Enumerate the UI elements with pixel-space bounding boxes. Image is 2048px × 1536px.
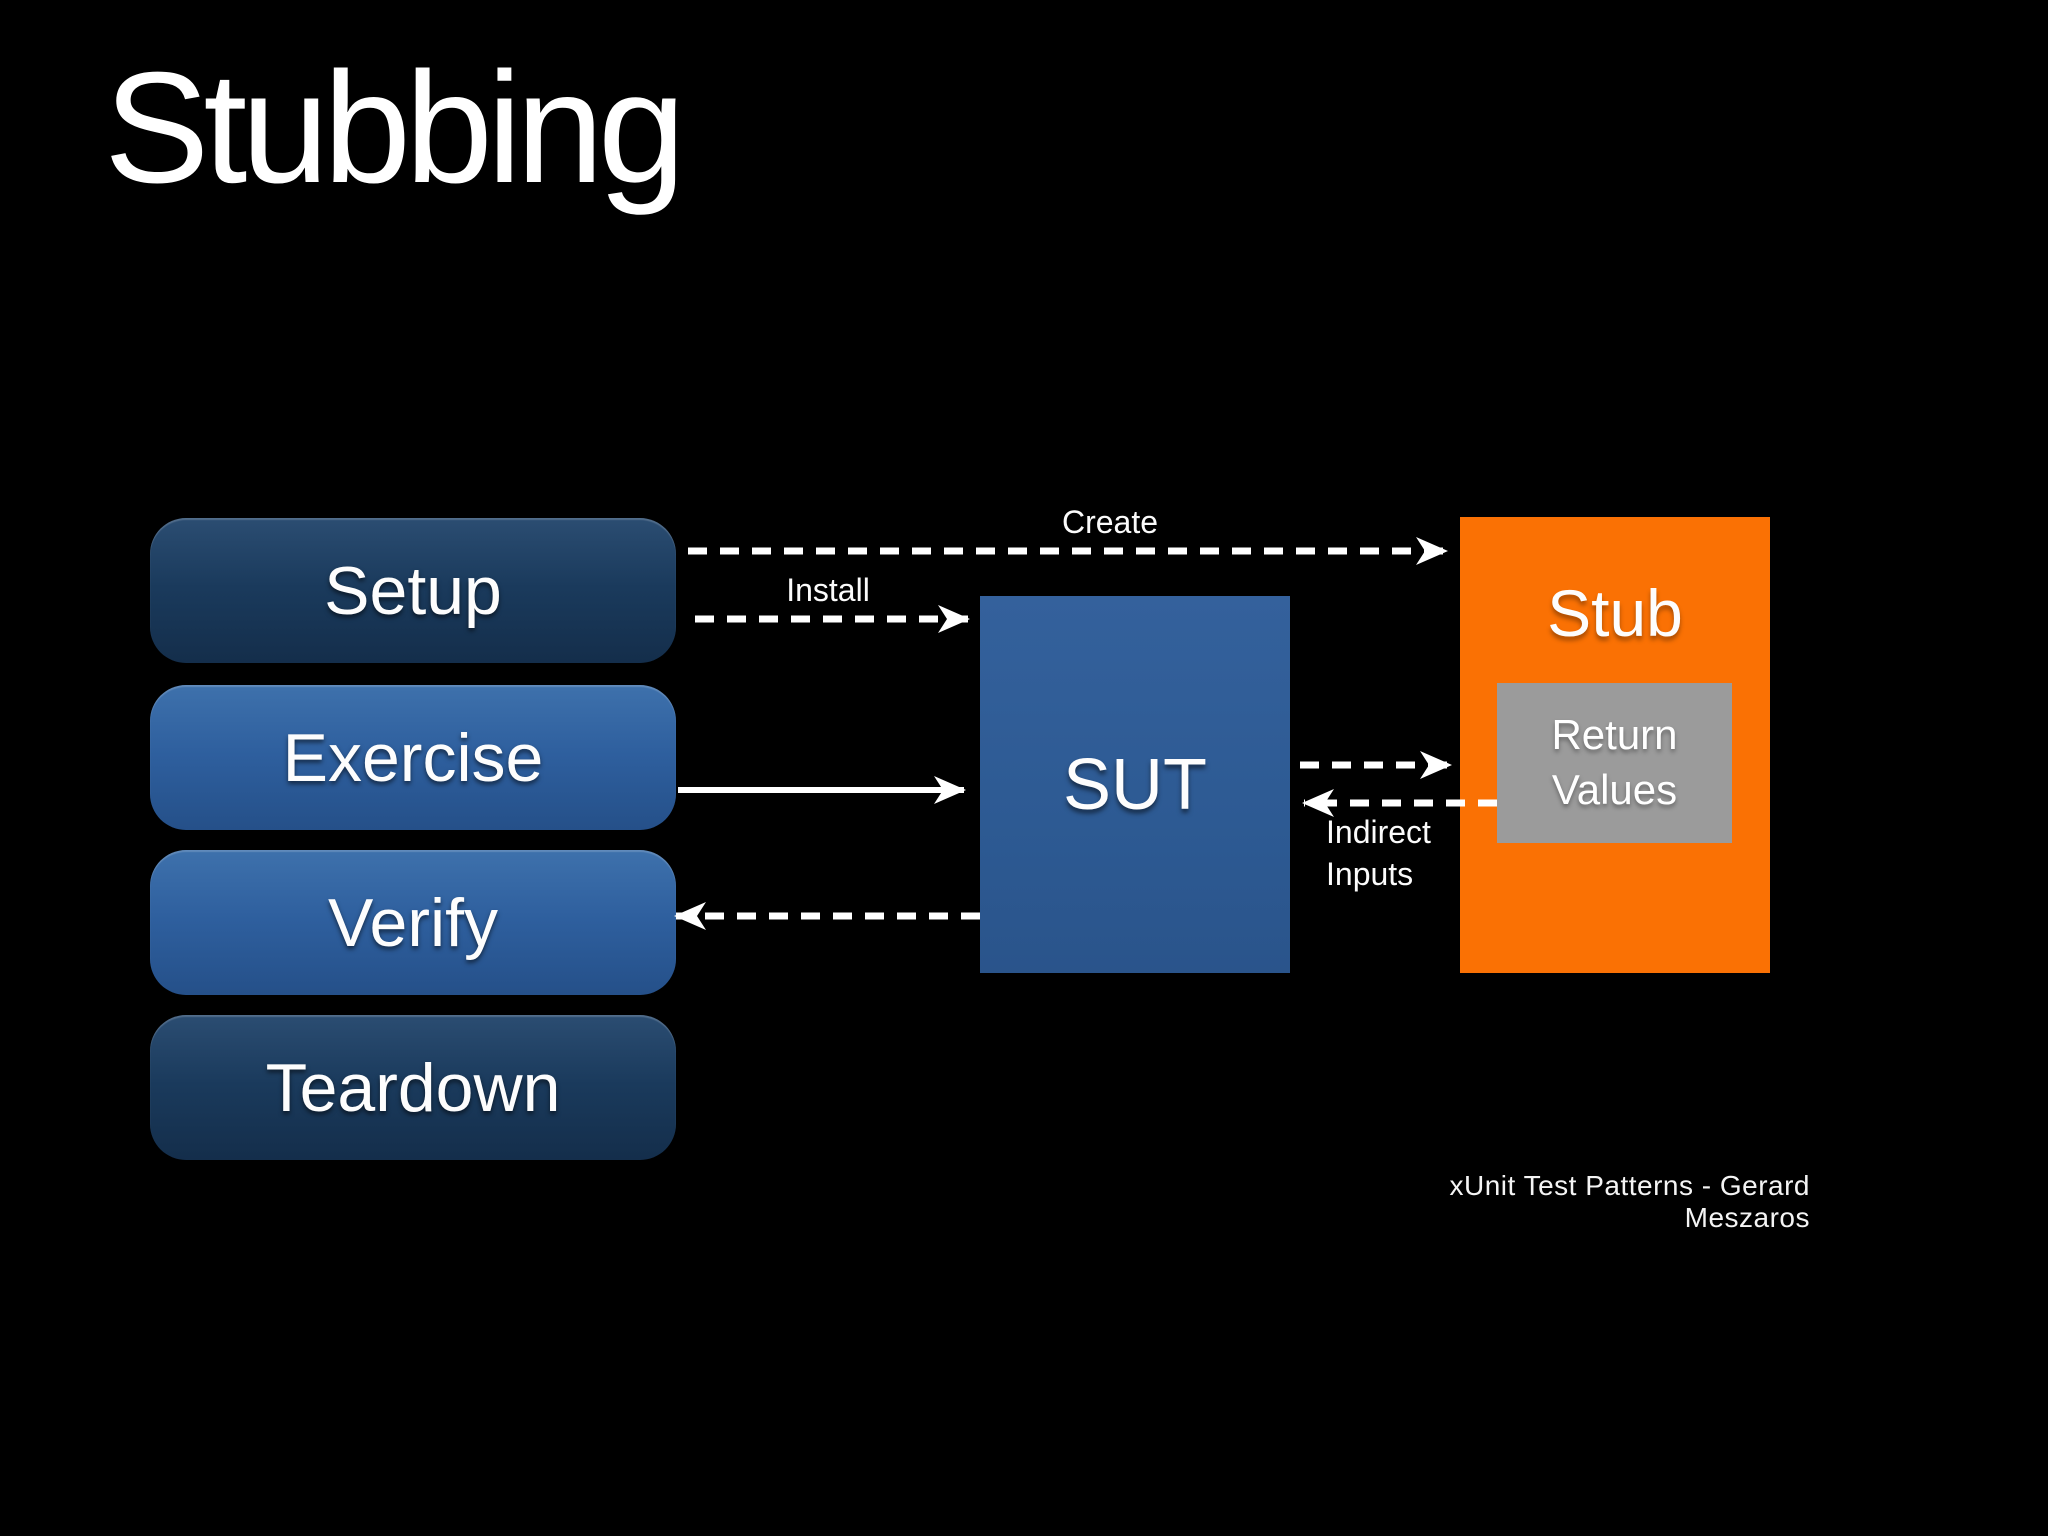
return-values-box: Return Values	[1497, 683, 1732, 843]
phase-setup-label: Setup	[324, 552, 502, 629]
install-arrow-label: Install	[786, 572, 870, 608]
phase-setup-box: Setup	[150, 518, 676, 663]
return-values-label: Return Values	[1551, 711, 1678, 813]
phase-verify-box: Verify	[150, 850, 676, 995]
phase-exercise-label: Exercise	[282, 719, 544, 796]
indirect-inputs-label: Indirect Inputs	[1326, 814, 1431, 892]
sut-box: SUT	[980, 596, 1290, 973]
attribution-text: xUnit Test Patterns - Gerard Meszaros	[1449, 1170, 1810, 1233]
stub-label: Stub	[1547, 576, 1683, 650]
phase-teardown-box: Teardown	[150, 1015, 676, 1160]
phase-verify-label: Verify	[327, 884, 499, 961]
phase-exercise-box: Exercise	[150, 685, 676, 830]
phase-teardown-label: Teardown	[265, 1049, 561, 1126]
sut-label: SUT	[1063, 744, 1207, 825]
create-arrow-label: Create	[1061, 504, 1159, 540]
page-title: Stubbing	[104, 40, 686, 216]
